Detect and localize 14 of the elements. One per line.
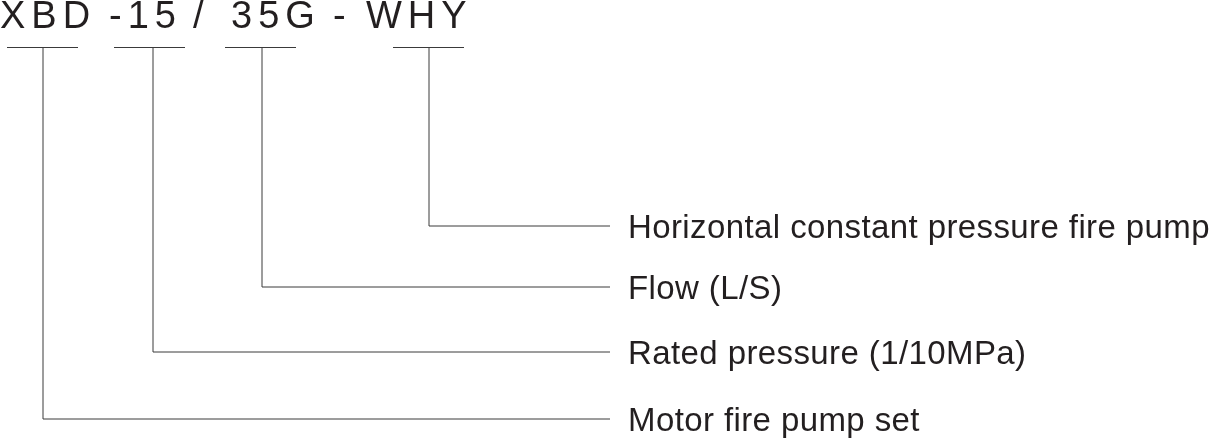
leader-line: [428, 47, 611, 227]
description-text: Horizontal constant pressure fire pump: [610, 208, 1210, 246]
model-code-segment: WHY: [366, 0, 476, 48]
description-text: Motor fire pump set: [610, 401, 920, 439]
description-text: Flow (L/S): [610, 269, 783, 307]
model-code-segment: XBD: [0, 0, 98, 48]
code-separator: /: [193, 0, 204, 30]
model-code-segment: 35G: [225, 0, 323, 48]
leader-line: [261, 47, 611, 288]
code-separator: -: [333, 0, 346, 30]
model-code-segment: -15: [109, 0, 187, 48]
description-text: Rated pressure (1/10MPa): [610, 334, 1027, 372]
leader-line: [42, 47, 611, 420]
leader-line: [152, 47, 611, 353]
